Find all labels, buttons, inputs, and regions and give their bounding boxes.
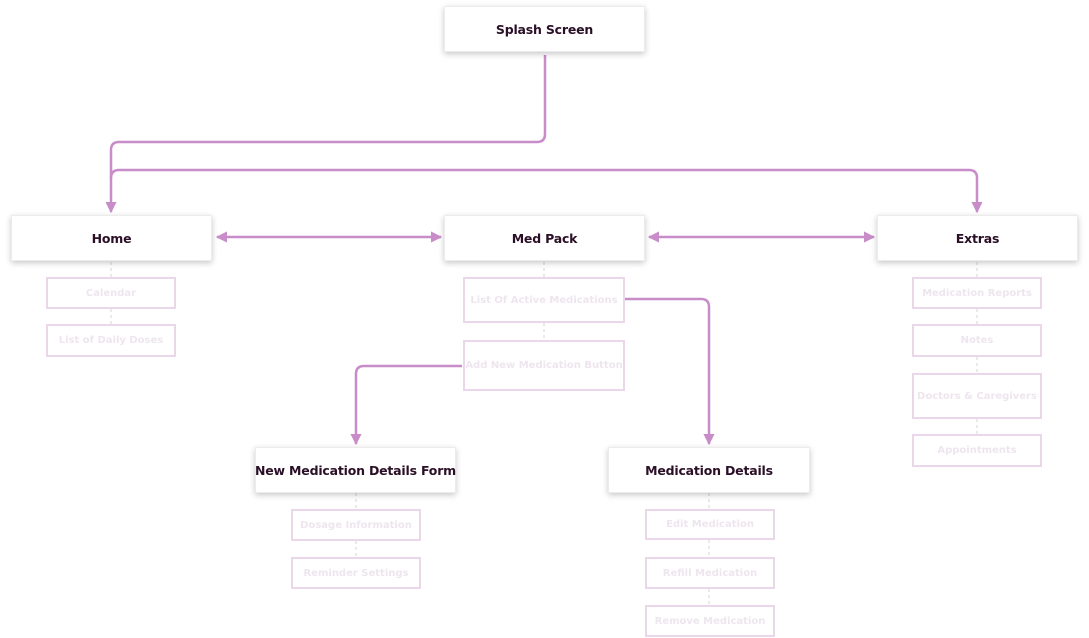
refill-medication-label: Refill Medication	[662, 567, 758, 579]
add-medication-item: Add New Medication Button	[463, 340, 625, 391]
notes-item: Notes	[912, 324, 1042, 357]
splash-screen-node: Splash Screen	[444, 6, 645, 52]
active-medications-item: List Of Active Medications	[463, 277, 625, 323]
med-pack-node: Med Pack	[444, 215, 645, 261]
extras-label: Extras	[955, 230, 1000, 246]
refill-medication-item: Refill Medication	[645, 557, 775, 589]
add-medication-label: Add New Medication Button	[465, 360, 623, 371]
home-node: Home	[11, 215, 212, 261]
medication-details-node: Medication Details	[608, 447, 810, 493]
daily-doses-label: List of Daily Doses	[58, 335, 164, 346]
calendar-item: Calendar	[46, 277, 176, 309]
dosage-information-label: Dosage Information	[300, 519, 412, 531]
medication-details-label: Medication Details	[645, 462, 773, 478]
medication-reports-label: Medication Reports	[922, 287, 1032, 299]
doctors-caregivers-item: Doctors & Caregivers	[912, 373, 1042, 419]
remove-medication-label: Remove Medication	[654, 615, 766, 627]
appointments-item: Appointments	[912, 434, 1042, 467]
edit-medication-item: Edit Medication	[645, 509, 775, 540]
home-label: Home	[91, 230, 132, 246]
new-medication-form-label: New Medication Details Form	[255, 462, 456, 478]
flow-splash-to-extras	[109, 168, 983, 214]
medication-reports-item: Medication Reports	[912, 277, 1042, 309]
reminder-settings-label: Reminder Settings	[303, 567, 409, 579]
notes-label: Notes	[960, 335, 994, 346]
flow-splash-to-home	[105, 55, 547, 214]
flow-list-to-details	[625, 297, 715, 446]
dosage-information-item: Dosage Information	[291, 509, 421, 541]
med-pack-label: Med Pack	[511, 230, 578, 246]
extras-node: Extras	[877, 215, 1078, 261]
daily-doses-item: List of Daily Doses	[46, 324, 176, 357]
reminder-settings-item: Reminder Settings	[291, 557, 421, 589]
active-medications-label: List Of Active Medications	[470, 294, 618, 306]
remove-medication-item: Remove Medication	[645, 605, 775, 637]
new-medication-form-node: New Medication Details Form	[255, 447, 456, 493]
edit-medication-label: Edit Medication	[666, 519, 754, 530]
flow-add-to-form	[350, 364, 462, 446]
splash-screen-label: Splash Screen	[495, 21, 594, 37]
doctors-caregivers-label: Doctors & Caregivers	[917, 390, 1037, 402]
calendar-label: Calendar	[85, 287, 137, 299]
appointments-label: Appointments	[937, 445, 1017, 456]
